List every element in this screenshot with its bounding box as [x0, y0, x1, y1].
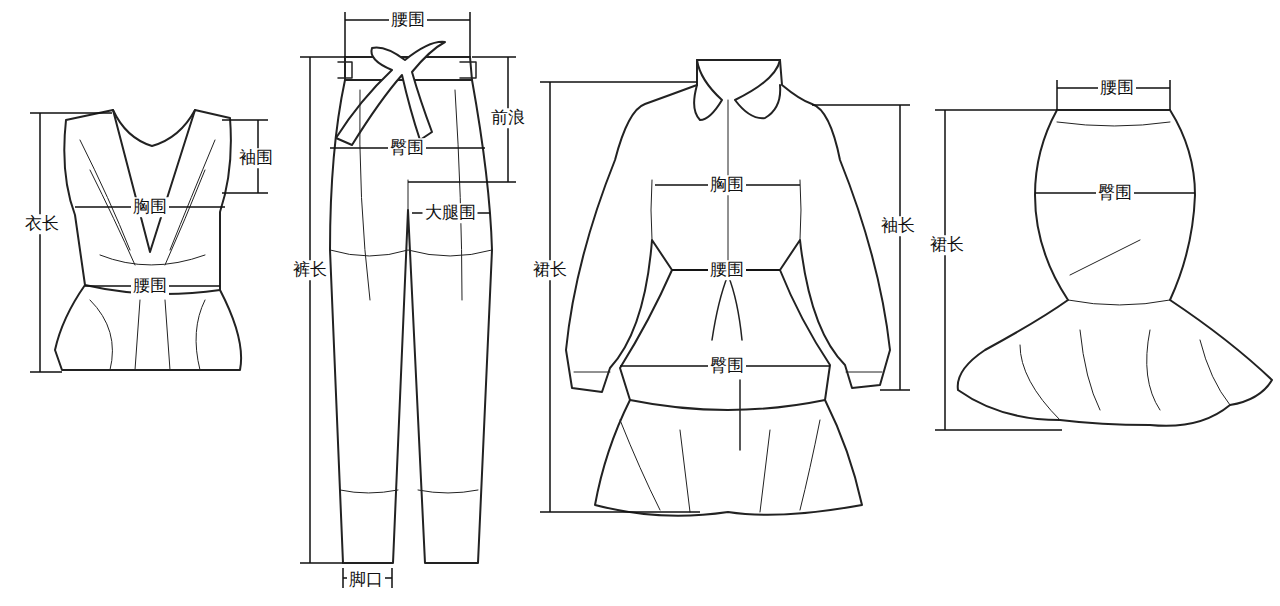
- measurement-label: 裤长: [291, 260, 329, 280]
- measurement-label: 裙长: [531, 260, 569, 280]
- measurement-label: 袖长: [879, 216, 917, 236]
- measurement-label: 胸围: [131, 197, 169, 217]
- measurement-label: 腰围: [1098, 78, 1136, 98]
- measurement-label: 胸围: [708, 175, 746, 195]
- measurement-label: 脚口: [347, 570, 385, 590]
- measurement-label: 臀围: [1096, 183, 1134, 203]
- measurement-label: 腰围: [708, 260, 746, 280]
- measurement-label: 臀围: [708, 356, 746, 376]
- measurement-label: 前浪: [489, 108, 527, 128]
- measurement-label: 裙长: [928, 235, 966, 255]
- measurement-label: 袖围: [237, 148, 275, 168]
- measurement-label: 衣长: [23, 214, 61, 234]
- measurement-label: 大腿围: [423, 203, 478, 223]
- measurement-label: 臀围: [388, 138, 426, 158]
- measurement-label: 腰围: [389, 10, 427, 30]
- measurement-label: 腰围: [131, 276, 169, 296]
